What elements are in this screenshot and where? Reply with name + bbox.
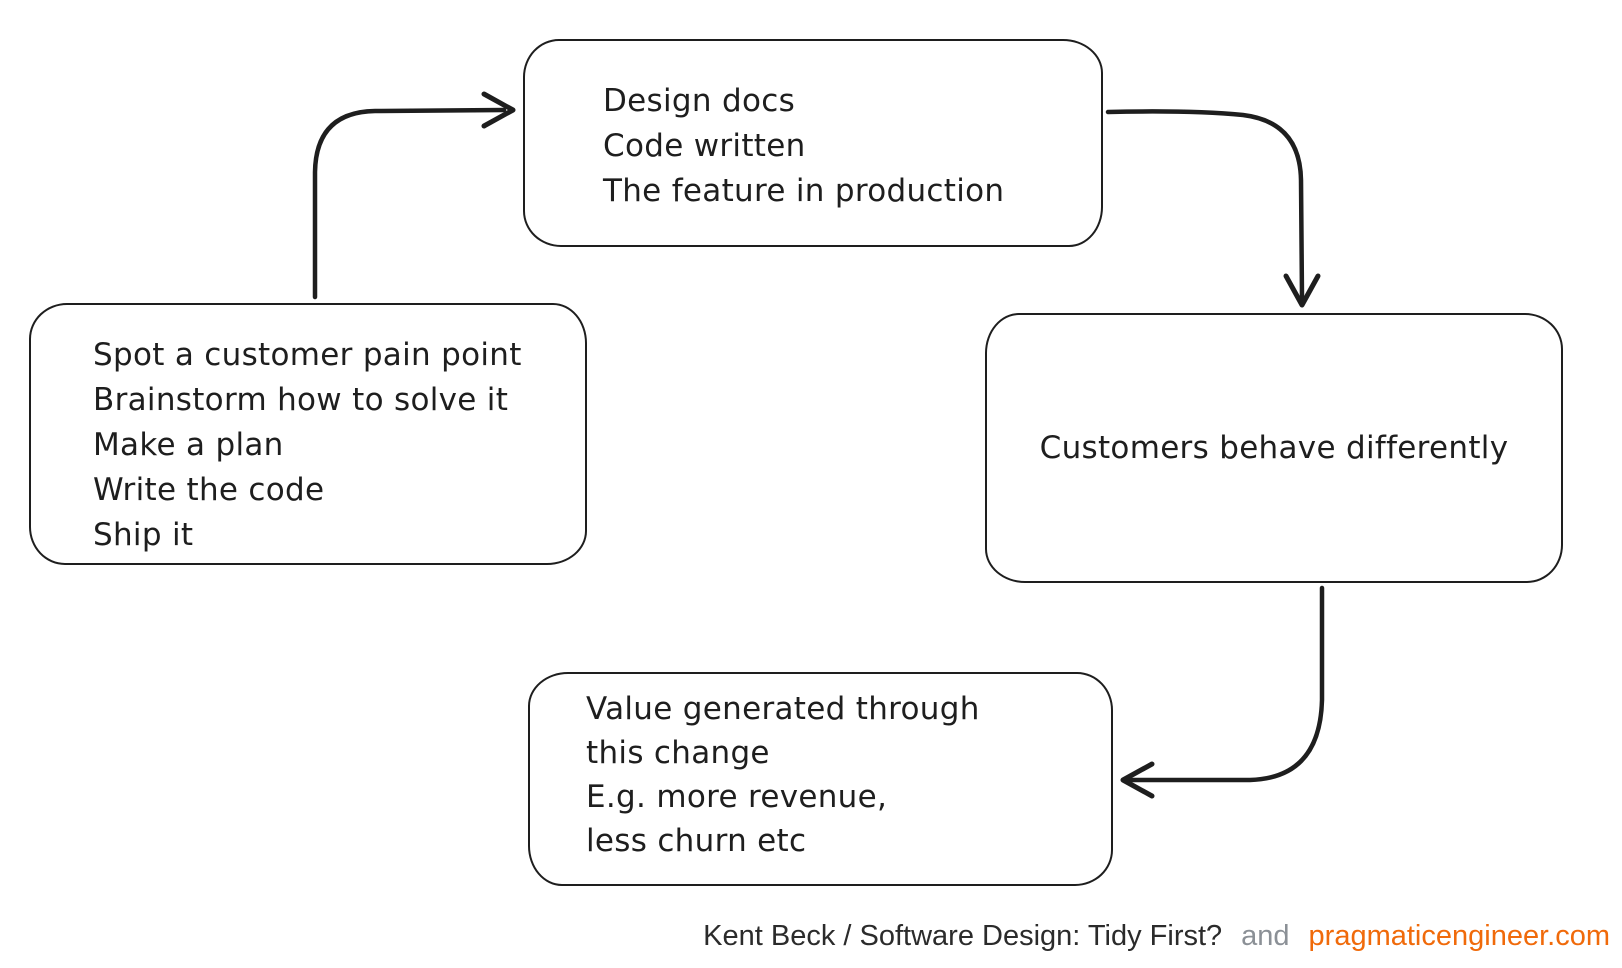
- node-build-text: Design docs Code written The feature in …: [525, 41, 1101, 214]
- node-line: Code written: [603, 128, 806, 164]
- node-line: E.g. more revenue,: [586, 779, 888, 815]
- node-line: The feature in production: [603, 173, 1005, 209]
- attribution: Kent Beck / Software Design: Tidy First?…: [703, 919, 1610, 953]
- node-line: Write the code: [93, 472, 325, 508]
- node-line: Customers behave differently: [1039, 429, 1509, 466]
- node-line: Brainstorm how to solve it: [93, 382, 509, 418]
- node-line: Value generated through: [586, 691, 980, 727]
- arrow-build-to-behavior: [1105, 109, 1321, 308]
- attribution-conjunction: and: [1241, 920, 1290, 952]
- node-line: this change: [586, 735, 770, 771]
- node-behavior-text: Customers behave differently: [1040, 426, 1509, 471]
- node-line: Design docs: [603, 83, 796, 119]
- arrow-plan-to-build: [312, 91, 516, 300]
- node-line: Ship it: [93, 517, 194, 553]
- node-plan: Spot a customer pain point Brainstorm ho…: [29, 303, 587, 565]
- node-line: Spot a customer pain point: [93, 337, 522, 373]
- node-build: Design docs Code written The feature in …: [523, 39, 1103, 247]
- node-line: Make a plan: [93, 427, 284, 463]
- node-plan-text: Spot a customer pain point Brainstorm ho…: [31, 305, 585, 558]
- node-line: less churn etc: [586, 823, 807, 859]
- attribution-site-link[interactable]: pragmaticengineer.com: [1308, 920, 1610, 952]
- node-value: Value generated through this change E.g.…: [528, 672, 1113, 886]
- node-behavior: Customers behave differently: [985, 313, 1563, 583]
- attribution-text: Kent Beck / Software Design: Tidy First?: [703, 920, 1223, 952]
- arrow-behavior-to-value: [1120, 585, 1325, 799]
- node-value-text: Value generated through this change E.g.…: [530, 674, 1111, 863]
